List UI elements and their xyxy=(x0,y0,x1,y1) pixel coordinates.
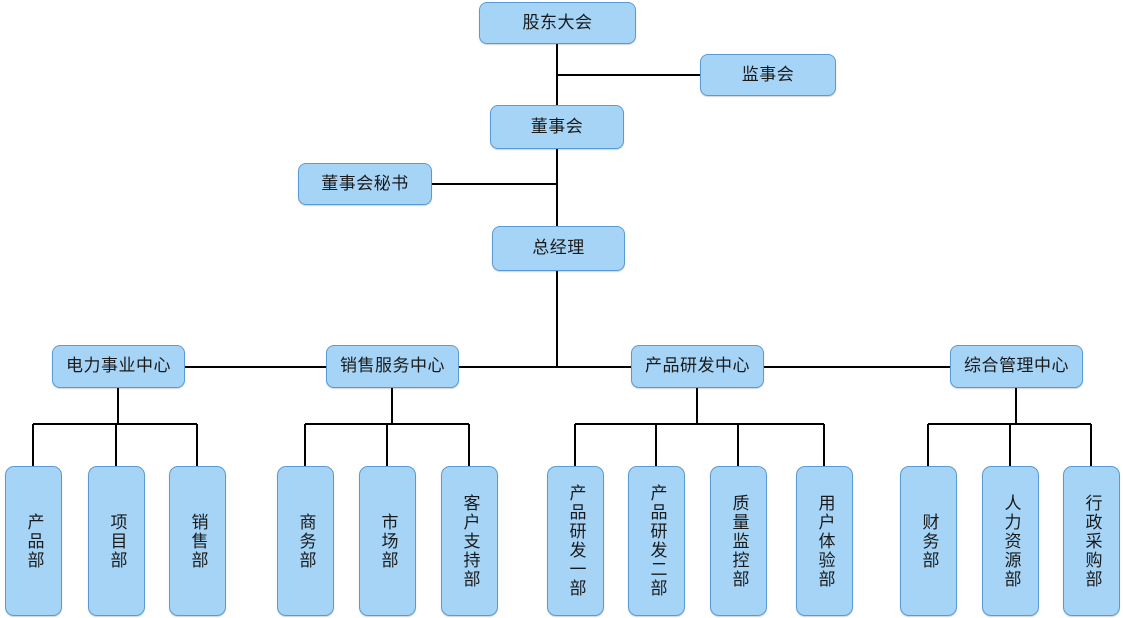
node-shareholders-meeting[interactable]: 股东大会 xyxy=(479,2,636,44)
node-sales-service-center[interactable]: 销售服务中心 xyxy=(326,345,459,388)
node-user-experience-dept[interactable]: 用户体验部 xyxy=(796,466,853,616)
node-label: 股东大会 xyxy=(522,12,593,32)
node-product-rd-dept-1[interactable]: 产品研发一部 xyxy=(547,466,604,616)
node-label: 董事会秘书 xyxy=(321,173,409,193)
node-label: 客户支持部 xyxy=(460,493,480,589)
node-finance-dept[interactable]: 财务部 xyxy=(900,466,957,616)
node-hr-dept[interactable]: 人力资源部 xyxy=(982,466,1039,616)
node-label: 用户体验部 xyxy=(815,493,835,589)
node-label: 综合管理中心 xyxy=(964,356,1069,376)
node-board-of-directors[interactable]: 董事会 xyxy=(490,105,624,149)
node-product-rd-dept-2[interactable]: 产品研发二部 xyxy=(628,466,685,616)
node-label: 产品研发中心 xyxy=(645,356,750,376)
node-label: 产品研发二部 xyxy=(647,484,667,598)
node-label: 电力事业中心 xyxy=(66,356,171,376)
node-project-dept[interactable]: 项目部 xyxy=(88,466,145,616)
node-label: 人力资源部 xyxy=(1001,493,1021,589)
node-admin-procurement-dept[interactable]: 行政采购部 xyxy=(1063,466,1120,616)
node-power-business-center[interactable]: 电力事业中心 xyxy=(52,345,185,388)
node-label: 项目部 xyxy=(107,512,127,570)
node-label: 总经理 xyxy=(532,238,585,258)
node-label: 销售部 xyxy=(188,512,208,570)
node-label: 销售服务中心 xyxy=(340,356,445,376)
node-board-secretary[interactable]: 董事会秘书 xyxy=(298,163,432,205)
node-label: 商务部 xyxy=(296,512,316,570)
node-product-rd-center[interactable]: 产品研发中心 xyxy=(631,345,764,388)
node-business-dept[interactable]: 商务部 xyxy=(277,466,334,616)
node-label: 产品研发一部 xyxy=(566,484,586,598)
node-market-dept[interactable]: 市场部 xyxy=(359,466,416,616)
node-label: 财务部 xyxy=(919,512,939,570)
node-label: 监事会 xyxy=(741,64,795,84)
node-supervisory-board[interactable]: 监事会 xyxy=(700,54,836,96)
node-label: 董事会 xyxy=(530,116,584,136)
node-label: 市场部 xyxy=(378,512,398,570)
node-general-mgmt-center[interactable]: 综合管理中心 xyxy=(950,345,1083,388)
node-sales-dept[interactable]: 销售部 xyxy=(169,466,226,616)
node-quality-control-dept[interactable]: 质量监控部 xyxy=(710,466,767,616)
node-product-dept[interactable]: 产品部 xyxy=(5,466,62,616)
node-label: 质量监控部 xyxy=(729,493,749,589)
node-customer-support-dept[interactable]: 客户支持部 xyxy=(441,466,498,616)
node-general-manager[interactable]: 总经理 xyxy=(492,226,625,271)
node-label: 产品部 xyxy=(24,512,44,570)
node-label: 行政采购部 xyxy=(1082,493,1102,589)
